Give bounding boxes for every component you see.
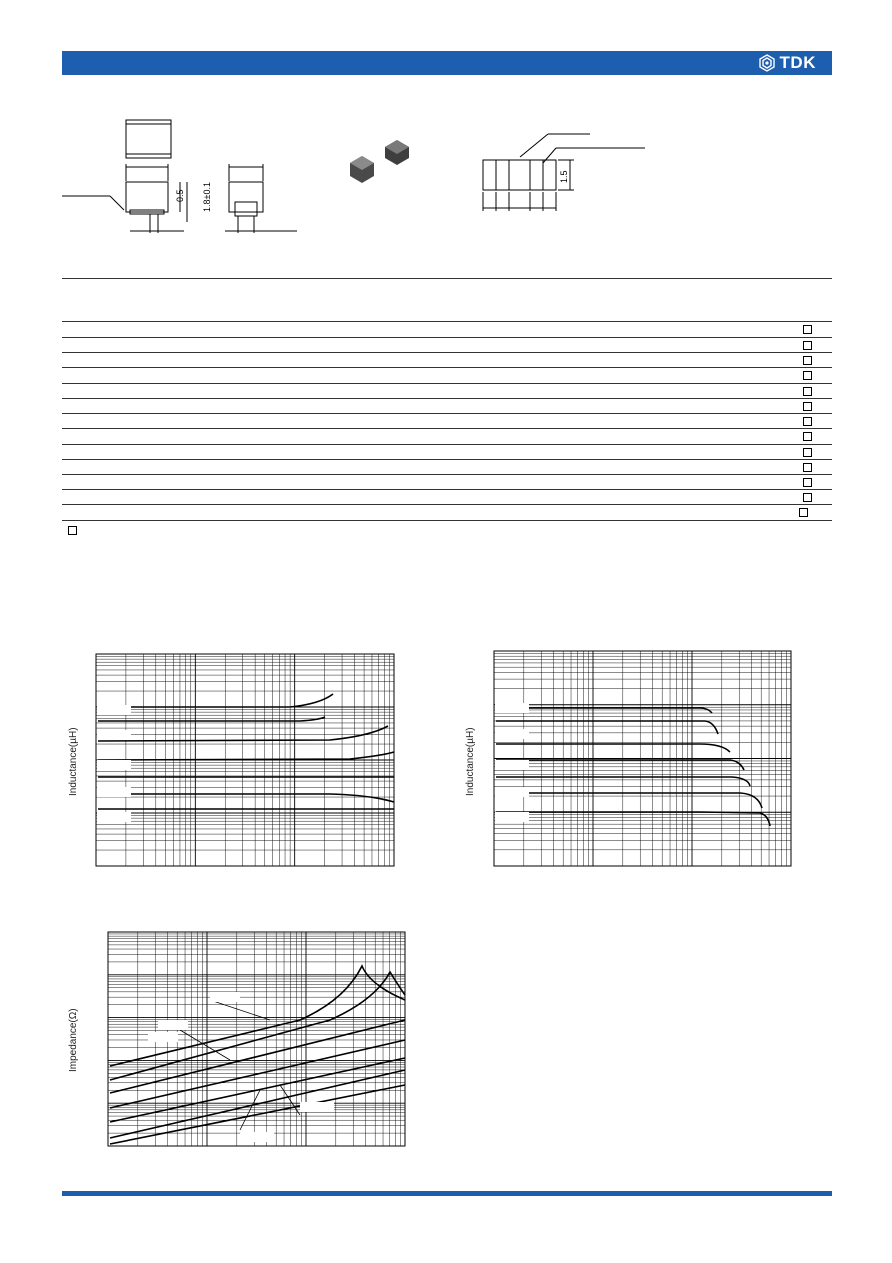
curve-label-box <box>495 812 529 822</box>
curve-label-box <box>97 760 131 770</box>
product-photo <box>350 140 409 183</box>
leader-line <box>179 1029 231 1061</box>
table-row-checkbox <box>803 417 812 426</box>
ylabel-impedance: Impedance(Ω) <box>68 1008 79 1072</box>
curve <box>496 811 771 827</box>
curve <box>496 776 751 787</box>
curve <box>109 1069 406 1139</box>
footer-bar <box>62 1191 832 1196</box>
table-row-rule <box>62 337 832 338</box>
table-row-checkbox <box>803 493 812 502</box>
table-row-checkbox <box>803 432 812 441</box>
leader-line <box>279 1084 301 1116</box>
table-row-rule <box>62 398 832 399</box>
table-row-rule <box>62 474 832 475</box>
table-row-checkbox <box>803 402 812 411</box>
table-row-checkbox <box>803 448 812 457</box>
ylabel-inductance-right: Inductance(µH) <box>465 727 476 796</box>
table-row-checkbox <box>803 325 812 334</box>
curve <box>109 1019 406 1094</box>
curve <box>97 751 395 761</box>
curve <box>98 693 334 708</box>
table-row-rule <box>62 321 832 322</box>
curve-label-box <box>240 1132 274 1142</box>
curve <box>496 720 719 735</box>
table-row-rule <box>62 520 832 521</box>
table-row-rule <box>62 383 832 384</box>
table-row-rule <box>62 352 832 353</box>
dim-1-8: 1.8±0.1 <box>202 182 212 212</box>
table-top-rule <box>62 278 832 279</box>
header-bar: TDK <box>62 51 832 75</box>
table-row-checkbox <box>799 508 808 517</box>
curve-label-box <box>495 760 529 770</box>
dimension-drawings: 0.5 1.8±0.1 1.5 <box>62 119 645 233</box>
table-row-rule <box>62 367 832 368</box>
curve-label-box <box>495 729 529 739</box>
tdk-logo-icon <box>758 54 775 72</box>
curve <box>98 793 395 803</box>
table-row-checkbox <box>803 478 812 487</box>
graph-frame <box>107 931 406 1147</box>
table-row-checkbox <box>803 341 812 350</box>
dim-1-5: 1.5 <box>559 170 569 183</box>
footnote-checkbox <box>68 526 77 535</box>
graph-frame <box>493 650 792 867</box>
table-row-rule <box>62 444 832 445</box>
table-row-rule <box>62 413 832 414</box>
brand-logo: TDK <box>758 54 816 72</box>
table-row-checkbox <box>803 371 812 380</box>
table-row-rule <box>62 504 832 505</box>
curve <box>109 1084 406 1145</box>
curve <box>496 707 713 714</box>
curve-label-box <box>300 1102 334 1112</box>
curve <box>97 725 389 742</box>
curve-label-box <box>158 1020 188 1030</box>
dim-0-5: 0.5 <box>175 189 185 202</box>
curve <box>496 792 763 809</box>
table-row-checkbox <box>803 463 812 472</box>
table-row-rule <box>62 428 832 429</box>
curve-label-box <box>97 787 131 797</box>
table-row-checkbox <box>803 356 812 365</box>
curve <box>496 743 731 753</box>
curve-label-box <box>210 992 240 1002</box>
table-row-rule <box>62 489 832 490</box>
curve-label-box <box>495 703 529 713</box>
curve-label-box <box>97 705 131 715</box>
curve <box>109 964 406 1067</box>
table-row-rule <box>62 459 832 460</box>
curve <box>109 970 406 1081</box>
brand-name: TDK <box>779 53 816 72</box>
curve-label-box <box>148 1032 178 1042</box>
leader-line <box>239 1089 261 1131</box>
curve <box>109 1039 406 1109</box>
graph-frame <box>95 653 395 867</box>
leader-line <box>209 999 271 1021</box>
curve-label-box <box>495 787 529 797</box>
ylabel-inductance-left: Inductance(µH) <box>68 727 79 796</box>
curve <box>109 1057 406 1123</box>
curve-label-box <box>97 812 131 822</box>
curve <box>496 759 745 771</box>
curve <box>98 716 326 722</box>
curve-label-box <box>97 730 131 740</box>
table-row-checkbox <box>803 387 812 396</box>
